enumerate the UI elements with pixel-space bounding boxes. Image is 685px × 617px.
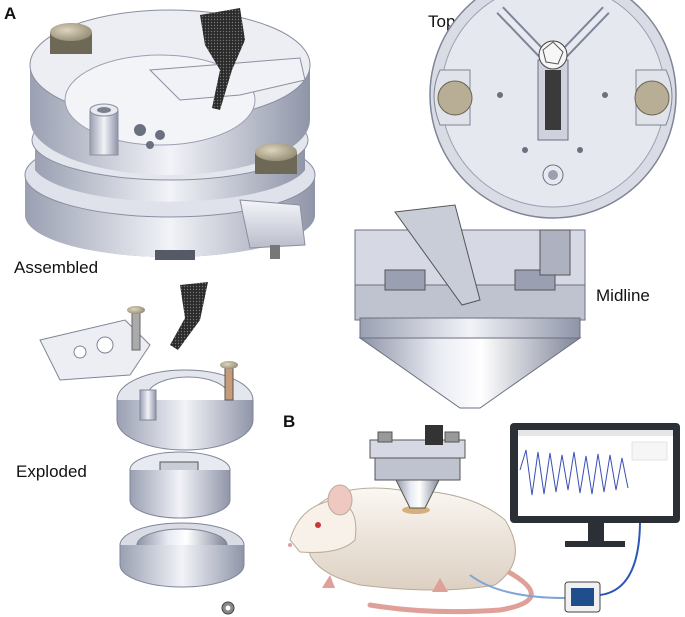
device-on-rat: [369, 425, 466, 509]
panel-b-label: B: [283, 412, 296, 431]
top-view-device: [429, 0, 677, 219]
monitor: [510, 423, 680, 547]
top-view-label: Top: [428, 12, 456, 31]
panel-a-label: A: [4, 4, 17, 23]
exploded-view-label: Exploded: [16, 462, 87, 481]
midline-view-label: Midline: [596, 286, 650, 305]
exploded-device: [39, 282, 254, 615]
assembled-view-label: Assembled: [14, 258, 99, 277]
daq-and-cables: [469, 519, 641, 613]
assembled-device: [24, 8, 316, 260]
midline-section: [354, 204, 586, 409]
rat-illustration: [288, 484, 534, 615]
